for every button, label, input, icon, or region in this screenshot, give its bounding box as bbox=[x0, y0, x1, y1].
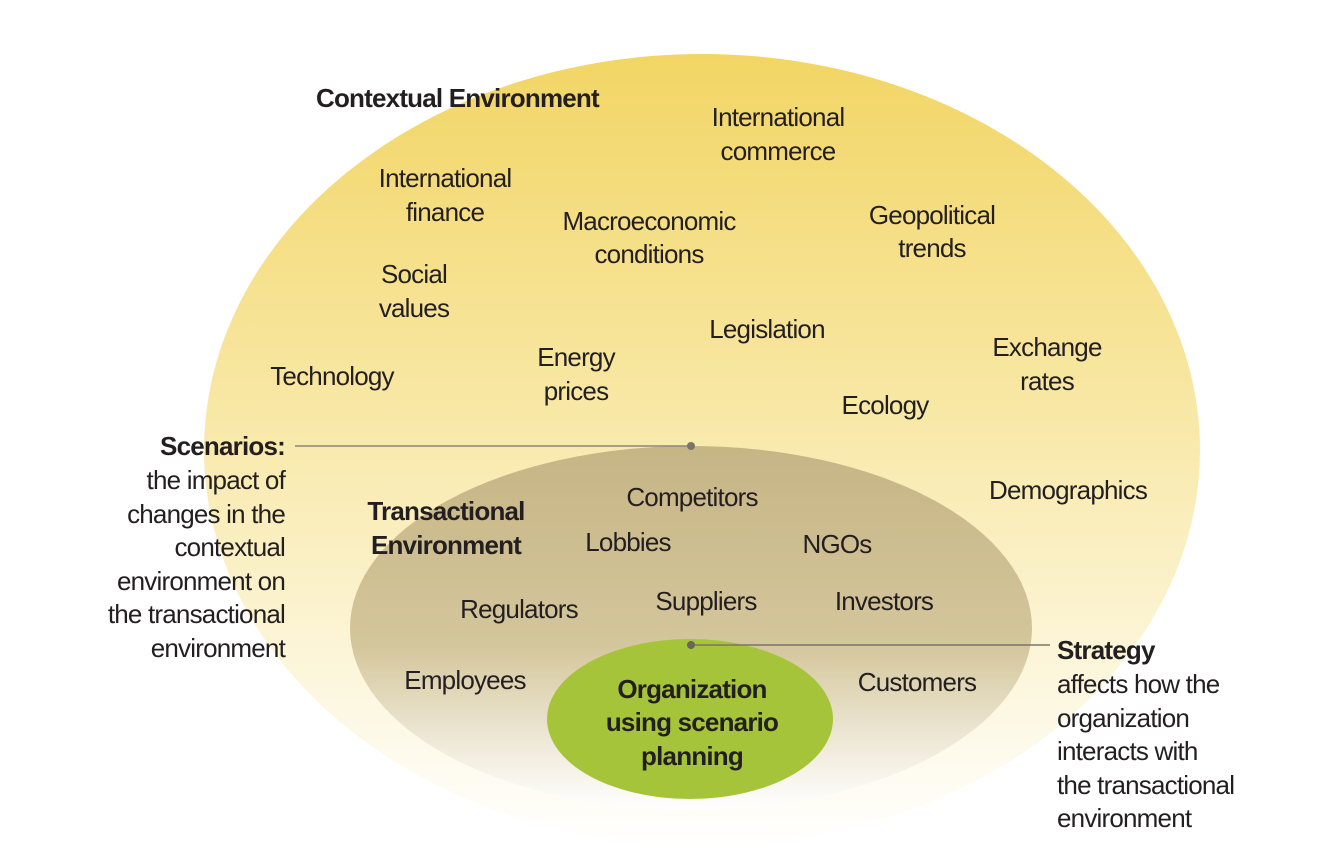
transaction-item: Employees bbox=[404, 665, 526, 695]
strategy-text: interacts with bbox=[1057, 736, 1198, 766]
scenarios-text: changes in the bbox=[127, 499, 285, 529]
context-item: Legislation bbox=[709, 314, 825, 344]
transaction-item: Competitors bbox=[626, 482, 758, 512]
scenarios-text: environment bbox=[151, 633, 287, 663]
context-item: prices bbox=[544, 376, 609, 406]
context-item: International bbox=[379, 163, 512, 193]
scenarios-text: environment on bbox=[117, 566, 285, 596]
context-item: Ecology bbox=[842, 390, 930, 420]
strategy-text: environment bbox=[1057, 803, 1193, 833]
context-item: rates bbox=[1020, 366, 1075, 396]
strategy-text: the transactional bbox=[1057, 770, 1234, 800]
transaction-item: NGOs bbox=[802, 529, 872, 559]
transaction-item: Regulators bbox=[460, 594, 579, 624]
scenarios-text: contextual bbox=[174, 532, 285, 562]
context-item: Social bbox=[381, 259, 447, 289]
context-item: commerce bbox=[721, 136, 836, 166]
context-item: Demographics bbox=[989, 475, 1148, 505]
strategy-connector-dot bbox=[687, 641, 695, 649]
organization-label: Organization bbox=[617, 674, 766, 704]
strategy-text: organization bbox=[1057, 703, 1189, 733]
transaction-item: Suppliers bbox=[655, 586, 757, 616]
transaction-item: Lobbies bbox=[585, 527, 671, 557]
strategy-text: affects how the bbox=[1057, 669, 1220, 699]
context-item: Geopolitical bbox=[869, 200, 995, 230]
transactional-environment-ellipse bbox=[350, 446, 1032, 810]
organization-ellipse bbox=[547, 639, 833, 799]
context-item: values bbox=[379, 293, 450, 323]
organization-label: planning bbox=[641, 741, 743, 771]
organization-label: using scenario bbox=[606, 707, 778, 737]
transaction-item: Investors bbox=[835, 586, 934, 616]
context-item: conditions bbox=[594, 239, 704, 269]
context-item: finance bbox=[406, 197, 485, 227]
context-item: Macroeconomic bbox=[562, 206, 736, 236]
contextual-environment-title: Contextual Environment bbox=[316, 83, 600, 113]
transactional-environment-title: Transactional bbox=[367, 496, 524, 526]
context-item: International bbox=[712, 102, 845, 132]
transactional-environment-title: Environment bbox=[371, 530, 522, 560]
strategy-title: Strategy bbox=[1057, 635, 1156, 665]
context-item: trends bbox=[898, 233, 966, 263]
scenarios-text: the transactional bbox=[108, 599, 285, 629]
transaction-item: Customers bbox=[858, 667, 977, 697]
context-item: Energy bbox=[537, 342, 615, 372]
scenarios-connector-dot bbox=[687, 442, 695, 450]
scenarios-text: the impact of bbox=[147, 465, 287, 495]
scenarios-title: Scenarios: bbox=[160, 431, 285, 461]
context-item: Technology bbox=[270, 361, 394, 391]
context-item: Exchange bbox=[992, 332, 1102, 362]
